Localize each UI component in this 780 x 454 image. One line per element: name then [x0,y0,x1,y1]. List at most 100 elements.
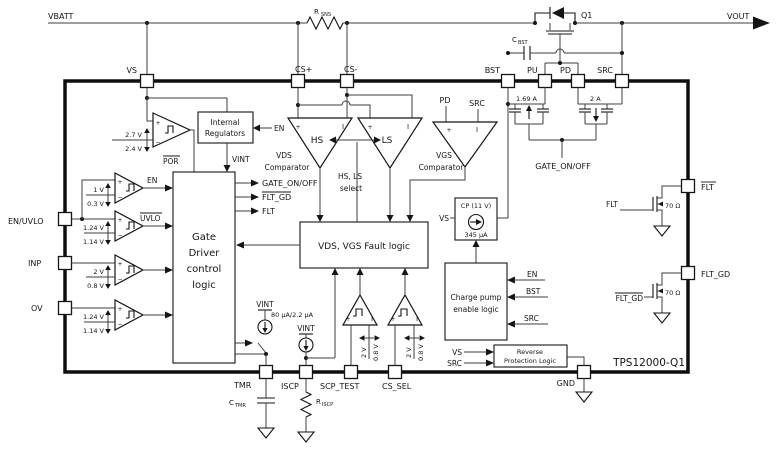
vgs-comparator-caption2: Comparator [419,163,465,172]
ls-plus: + [367,124,372,131]
chip-border [63,79,690,374]
ov-comp-minus: − [117,321,122,328]
hs-ls-select-line1: HS, LS [338,172,362,181]
gate-driver-line3: control [187,264,222,275]
cbst-capacitor [506,46,624,60]
fltgd-resistance-label: 70 Ω [665,289,680,297]
pulldown-driver [577,87,623,140]
cpe-line2: enable logic [453,305,498,314]
gate-driver-outputs [235,179,259,215]
hs-ls-select [329,136,381,222]
riscp-resistor [296,378,316,443]
reverse-protection-block [493,344,568,368]
hs-ls-select-line2: select [340,184,362,193]
vgs-plus: + [446,127,451,134]
por-plus: + [155,120,160,127]
iscp-vint-label: VINT [297,324,315,333]
uvlo-output-label: UVLO [140,214,161,223]
uvlo-threshold-low: 1.14 V [83,238,105,246]
cpe-inputs [507,276,548,328]
pin-cs-minus [339,73,355,89]
ov-comparator [71,298,173,334]
pin-bst [500,73,516,89]
vgs-comparator-caption1: VGS [436,151,452,160]
internal-regulators-line1: Internal [211,118,240,127]
vds-comparator-caption1: VDS [276,151,292,160]
ctmr-label: C [229,399,234,407]
pin-src-label: SRC [597,66,613,75]
pin-squares [57,73,696,380]
en-comp-minus: − [117,194,122,201]
vbatt-label: VBATT [48,12,74,21]
pin-flt-label: FLT [701,183,714,192]
scp-test-plus: + [345,316,350,323]
rpl-inputs [464,348,585,367]
q1-label: Q1 [581,11,592,20]
hs-label: HS [311,136,324,146]
scp-test-threshold-low: 0.8 V [372,344,380,361]
pin-gnd [576,364,592,380]
ls-i: I [407,123,409,131]
vds-comparator-caption2: Comparator [265,163,311,172]
rpl-line2: Protection Logic [504,357,556,365]
pin-scp-test-label: SCP_TEST [320,382,360,391]
pin-pu [537,73,553,89]
internal-regulators-line2: Regulators [205,129,245,138]
ov-threshold-high: 1.24 V [83,313,105,321]
pin-flt-gd [680,265,696,281]
pin-cs-sel [387,364,403,380]
en-threshold-low: 0.3 V [87,200,104,208]
flt-output-stage [620,185,682,237]
pin-cs-sel-label: CS_SEL [382,382,412,391]
vout-label: VOUT [727,12,749,21]
uvlo-comp-plus: + [117,217,122,224]
pullup-driver [508,87,549,140]
pin-pd-label: PD [560,66,571,75]
pin-pd [570,73,586,89]
cs-sel-threshold-low: 0.8 V [417,344,425,361]
gate-driver-line1: Gate [192,232,216,243]
fault-logic-label: VDS, VGS Fault logic [318,242,410,252]
rsns-label-sub: SNS [321,12,331,18]
cpe-bst-label: BST [526,287,541,296]
por-output-label: POR [163,157,179,166]
q1-body-diode [534,7,576,23]
q1-gate-net [544,61,579,75]
fault-to-gate-driver [236,241,300,249]
pin-src [614,73,630,89]
rpl-line1: Reverse [517,348,543,356]
regulator-en-label: EN [274,124,284,133]
iscp-current-source [298,268,339,366]
charge-pump-enable-block [444,262,508,341]
part-number: TPS12000-Q1 [612,357,685,369]
flt-signal-label: FLT [262,207,275,216]
vint-label: VINT [232,155,250,164]
pin-ov-label: OV [31,304,43,313]
gnd-symbol-chip [574,378,594,403]
gate-driver-block [172,171,236,364]
pin-cs-minus-label: CS- [344,65,358,74]
vbatt-rail [48,16,770,75]
vgs-i: I [476,126,478,134]
en-threshold-high: 1 V [93,186,104,194]
ov-comp-plus: + [117,306,122,313]
rpl-vs-label: VS [452,348,462,357]
fltgd-output-stage [644,272,682,324]
inp-threshold-high: 2 V [93,268,104,276]
cp-current-label: 345 µA [464,231,488,239]
scp-test-i: I [371,315,373,323]
cpe-src-label: SRC [524,314,539,323]
ctmr-capacitor [256,378,276,439]
scp-test-comparator [341,268,380,366]
pin-pu-label: PU [527,66,538,75]
pin-bst-label: BST [485,66,500,75]
tmr-current-label: 80 µA/2.2 µA [271,311,314,319]
en-comp-plus: + [117,179,122,186]
gate-on-off-net [529,138,596,158]
fltgd-gate-label: FLT_GD [616,294,644,303]
por-minus: − [155,139,160,146]
rsns-label: R [314,8,319,16]
vgs-comparator [406,106,499,222]
